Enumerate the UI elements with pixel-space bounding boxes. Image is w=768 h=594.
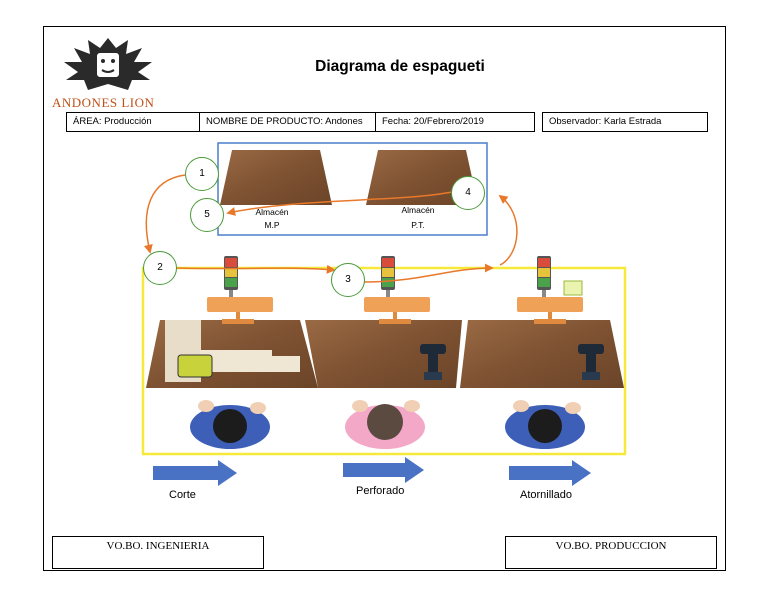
drill-icon-2	[578, 344, 604, 380]
signature-ingenieria: VO.BO. INGENIERIA	[52, 536, 264, 569]
andon-light-3	[517, 256, 583, 324]
jigsaw-icon	[177, 354, 213, 378]
process-arrow-perforado	[343, 457, 424, 483]
drill-icon-1	[420, 344, 446, 380]
observer-field: Observador: Karla Estrada	[542, 112, 708, 132]
lion-logo-icon	[64, 38, 152, 90]
operator-icon-2	[345, 400, 425, 449]
page-title: Diagrama de espagueti	[315, 58, 485, 75]
operator-icon-3	[505, 400, 585, 449]
andon-light-1	[207, 256, 273, 324]
flow-marker-4: 4	[451, 176, 485, 210]
station-label-perforado: Perforado	[356, 485, 405, 497]
warehouse-mp-label-1: Almacén	[255, 207, 289, 217]
signature-produccion: VO.BO. PRODUCCION	[505, 536, 717, 569]
process-arrow-atornillado	[509, 460, 591, 486]
station-perforado-table	[305, 320, 462, 388]
warehouse-pt-label-2: P.T.	[411, 220, 425, 230]
flow-path	[143, 174, 518, 283]
warehouse-mp-table	[220, 150, 332, 205]
warehouse-area	[217, 142, 488, 236]
logo-text: ANDONES LION	[52, 95, 155, 110]
process-arrow-corte	[153, 460, 237, 486]
warehouse-pt-label-1: Almacén	[401, 205, 435, 215]
flow-marker-5: 5	[190, 198, 224, 232]
andon-light-2	[364, 256, 430, 324]
finished-product-icon	[563, 280, 583, 296]
flow-marker-1: 1	[185, 157, 219, 191]
station-label-atornillado: Atornillado	[520, 489, 572, 501]
operator-icon-1	[190, 400, 270, 449]
warehouse-pt-table	[366, 150, 478, 205]
warehouse-mp-label-2: M.P	[264, 220, 280, 230]
flow-marker-3: 3	[331, 263, 365, 297]
material-board	[200, 350, 272, 372]
date-field: Fecha: 20/Febrero/2019	[375, 112, 535, 132]
flow-marker-2: 2	[143, 251, 177, 285]
station-label-corte: Corte	[169, 489, 196, 501]
station-atornillado-table	[460, 320, 624, 388]
